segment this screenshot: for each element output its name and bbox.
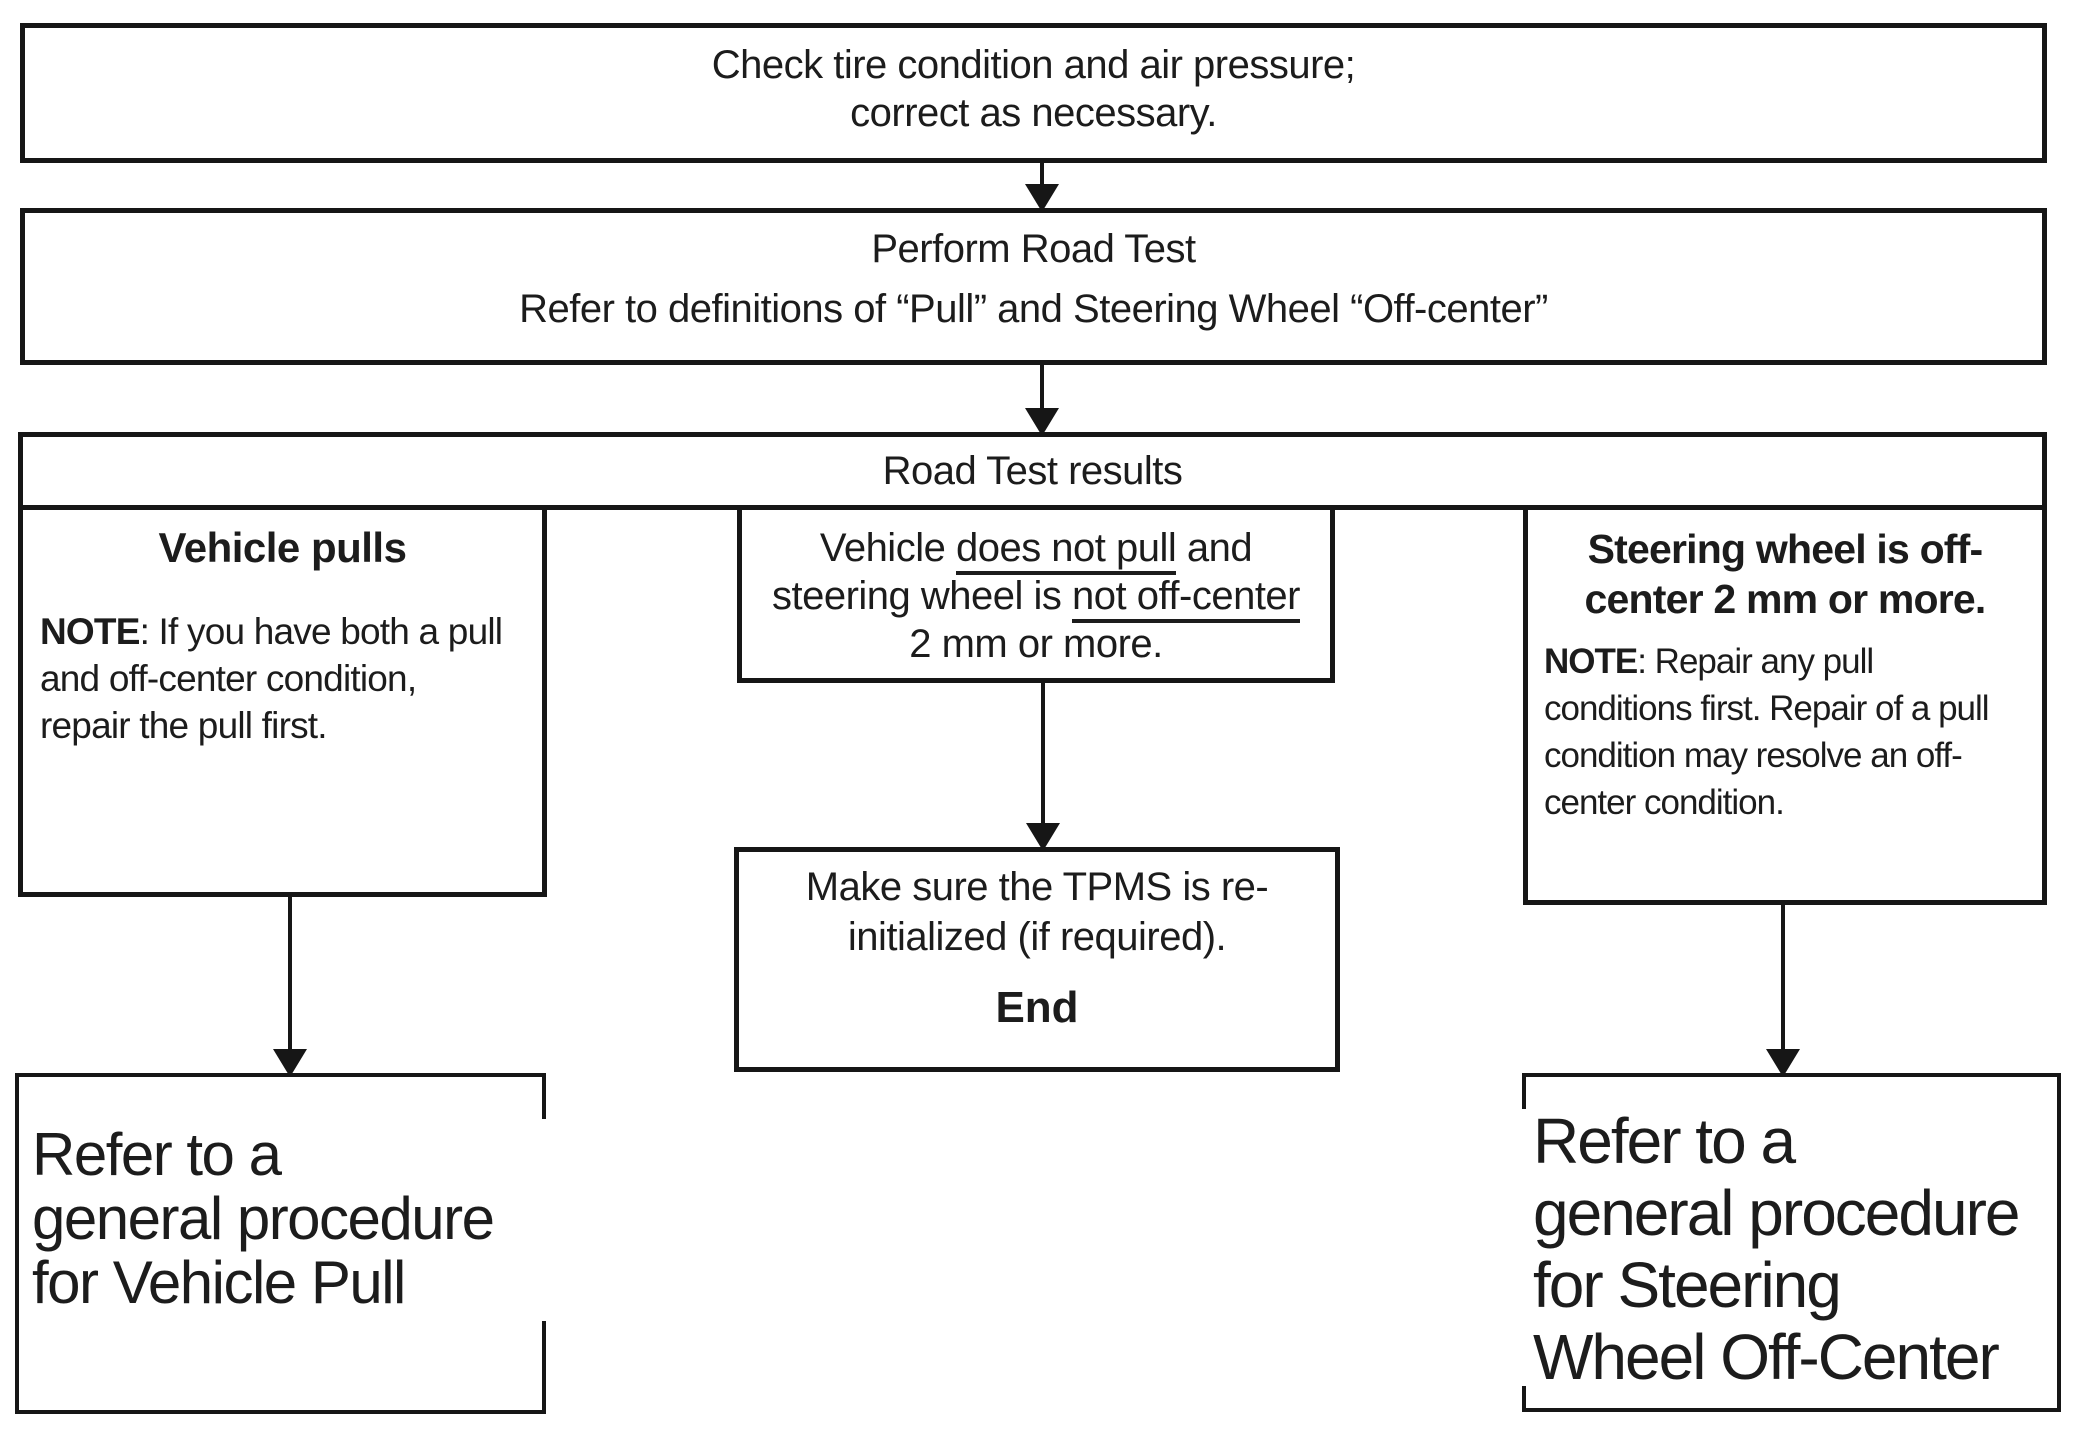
vehicle-pulls-title: Vehicle pulls <box>158 524 407 571</box>
border-stub <box>1522 1386 1526 1408</box>
arrow-down-icon <box>1025 408 1059 436</box>
arrow-shaft <box>1041 683 1045 827</box>
arrow-down-icon <box>1025 184 1059 212</box>
arrow-shaft <box>1040 163 1044 192</box>
node-tpms: Make sure the TPMS is re-initialized (if… <box>734 847 1340 1072</box>
results-header-label: Road Test results <box>882 449 1183 493</box>
arrow-down-icon <box>1026 823 1060 851</box>
arrow-shaft <box>1781 905 1785 1053</box>
arrow-down-icon <box>273 1049 307 1077</box>
off-center-title: Steering wheel is off-center 2 mm or mor… <box>1584 526 1987 622</box>
node-results-header: Road Test results <box>18 432 2047 510</box>
tpms-text: Make sure the TPMS is re-initialized (if… <box>805 865 1269 959</box>
node-vehicle-pulls: Vehicle pulls NOTE: If you have both a p… <box>18 505 547 897</box>
node-off-center: Steering wheel is off-center 2 mm or mor… <box>1523 505 2047 905</box>
border-stub <box>542 1321 546 1410</box>
border-stub <box>542 1077 546 1119</box>
end-label: End <box>995 983 1079 1032</box>
node-check-tires-text: Check tire condition and air pressure;co… <box>711 43 1356 135</box>
border-stub <box>1522 1077 1526 1109</box>
node-check-tires: Check tire condition and air pressure;co… <box>20 23 2047 163</box>
arrow-shaft <box>1040 365 1044 408</box>
arrow-down-icon <box>1766 1049 1800 1077</box>
arrow-shaft <box>288 897 292 1053</box>
